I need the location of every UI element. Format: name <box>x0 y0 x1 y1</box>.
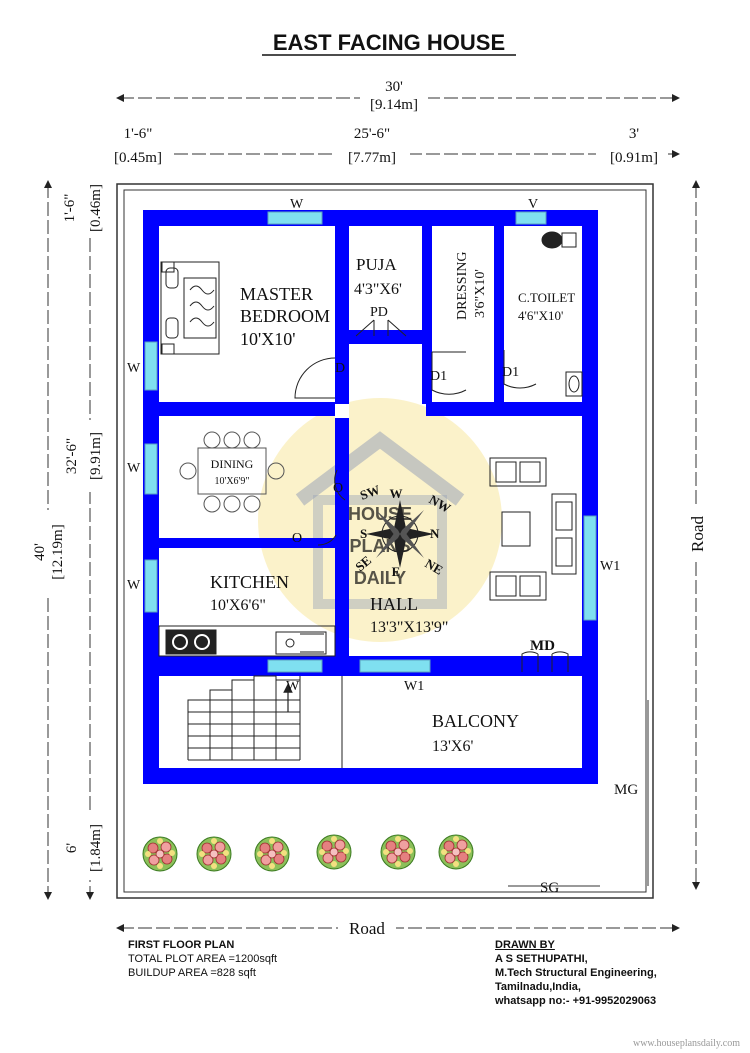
kitchen-size: 10'X6'6" <box>210 597 266 614</box>
doors <box>294 319 569 672</box>
puja-label: PUJA <box>356 255 397 274</box>
kitchen-counter <box>158 625 336 657</box>
bottom-road-label: Road <box>349 919 385 938</box>
top-left-dim-m: [0.45m] <box>114 150 162 166</box>
dining-label: DINING <box>211 457 254 471</box>
master-bedroom-label-2: BEDROOM <box>240 306 330 326</box>
window-label-dining: W <box>127 461 141 476</box>
drawn-by-heading: DRAWN BY <box>495 939 555 951</box>
bed-icon <box>160 261 220 355</box>
master-bedroom-label-1: MASTER <box>240 284 313 304</box>
ventilator-label: V <box>528 197 538 212</box>
left-bot-dim-m: [1.84m] <box>88 824 104 872</box>
gates <box>508 700 649 887</box>
plan-name: FIRST FLOOR PLAN <box>128 939 235 951</box>
author-degree: M.Tech Structural Engineering, <box>495 967 657 979</box>
window-label-kitchen: W <box>127 578 141 593</box>
hall-label: HALL <box>370 594 418 614</box>
washbasin-icon <box>565 371 583 397</box>
hall-size: 13'3"X13'9" <box>370 619 448 636</box>
website-url: www.houseplansdaily.com <box>632 1038 740 1049</box>
window-label-top: W <box>290 197 304 212</box>
puja-door-label: PD <box>370 305 388 320</box>
top-mid-dim-ft: 25'-6" <box>354 126 390 142</box>
sofa-set-icon <box>489 457 577 601</box>
puja-size: 4'3"X6' <box>354 281 402 298</box>
balcony-label: BALCONY <box>432 711 519 731</box>
top-mid-dim-m: [7.77m] <box>348 150 396 166</box>
plot-boundary-outer <box>116 183 654 899</box>
dressing-label: DRESSING <box>455 252 470 320</box>
compass-e: E <box>392 564 401 579</box>
main-gate-label: MG <box>614 782 638 798</box>
bedroom-door-label: D <box>335 361 345 376</box>
side-gate-label: SG <box>540 880 559 896</box>
left-bot-dim-ft: 6' <box>64 843 80 854</box>
compass-w: W <box>390 486 403 501</box>
top-right-dim-m: [0.91m] <box>610 150 658 166</box>
toilet-icon <box>541 231 577 249</box>
top-right-dim-ft: 3' <box>629 126 640 142</box>
window-label-hall: W1 <box>600 559 620 574</box>
compass-icon: SW W NW S N SE E NE <box>352 482 453 579</box>
buildup-area: BUILDUP AREA =828 sqft <box>128 967 256 979</box>
plan-info: FIRST FLOOR PLAN TOTAL PLOT AREA =1200sq… <box>128 938 277 980</box>
toilet-label: C.TOILET <box>518 290 575 305</box>
watermark-logo: HOUSE PLANS DAILY <box>258 398 502 642</box>
top-left-dim-ft: 1'-6" <box>124 126 153 142</box>
author-location: Tamilnadu,India, <box>495 981 581 993</box>
room-labels: MASTER BEDROOM 10'X10' PUJA 4'3"X6' DRES… <box>210 252 575 755</box>
right-road-label: Road <box>688 516 707 552</box>
left-top-dim-ft: 1'-6" <box>62 194 78 223</box>
balcony-size: 13'X6' <box>432 738 473 755</box>
dining-size: 10'X6'9" <box>215 476 250 487</box>
left-mid-dim-m: [9.91m] <box>88 432 104 480</box>
author-contact: whatsapp no:- +91-9952029063 <box>495 995 657 1007</box>
toilet-door-label: D1 <box>502 365 519 380</box>
window-label-bedroom: W <box>127 361 141 376</box>
author-name: A S SETHUPATHI, <box>495 953 588 965</box>
left-total-dim-ft: 40' <box>32 543 48 561</box>
left-top-dim-m: [0.46m] <box>88 184 104 232</box>
top-total-dim-m: [9.14m] <box>370 97 418 113</box>
plot-boundary-inner <box>123 189 647 893</box>
left-total-dim-m: [12.19m] <box>50 524 66 579</box>
main-door-label: MD <box>530 638 555 654</box>
windows <box>144 211 597 673</box>
watermark-text-3: DAILY <box>354 568 406 588</box>
opening-labels: W V W W W W1 W W1 PD D D1 D1 O O MD MG S… <box>127 197 638 896</box>
top-total-dim-ft: 30' <box>385 79 403 95</box>
window-label-kitchen-bottom: W <box>286 679 300 694</box>
garden-plants <box>142 834 474 872</box>
kitchen-label: KITCHEN <box>210 572 289 592</box>
master-bedroom-size: 10'X10' <box>240 329 296 349</box>
compass-s: S <box>360 526 367 541</box>
opening-label-kitchen: O <box>292 531 302 546</box>
dressing-door-label: D1 <box>430 369 447 384</box>
compass-n: N <box>430 526 440 541</box>
staircase <box>187 675 343 768</box>
page-title: EAST FACING HOUSE <box>273 30 505 55</box>
dining-table-icon <box>179 431 285 513</box>
window-label-balcony: W1 <box>404 679 424 694</box>
plot-area: TOTAL PLOT AREA =1200sqft <box>128 953 278 965</box>
dressing-size: 3'6"X10' <box>473 269 488 318</box>
toilet-size: 4'6"X10' <box>518 308 563 323</box>
left-mid-dim-ft: 32'-6" <box>64 438 80 474</box>
author-info: DRAWN BY A S SETHUPATHI, M.Tech Structur… <box>495 938 657 1008</box>
opening-label-hall: O <box>333 481 343 496</box>
compass-sw: SW <box>358 482 382 503</box>
